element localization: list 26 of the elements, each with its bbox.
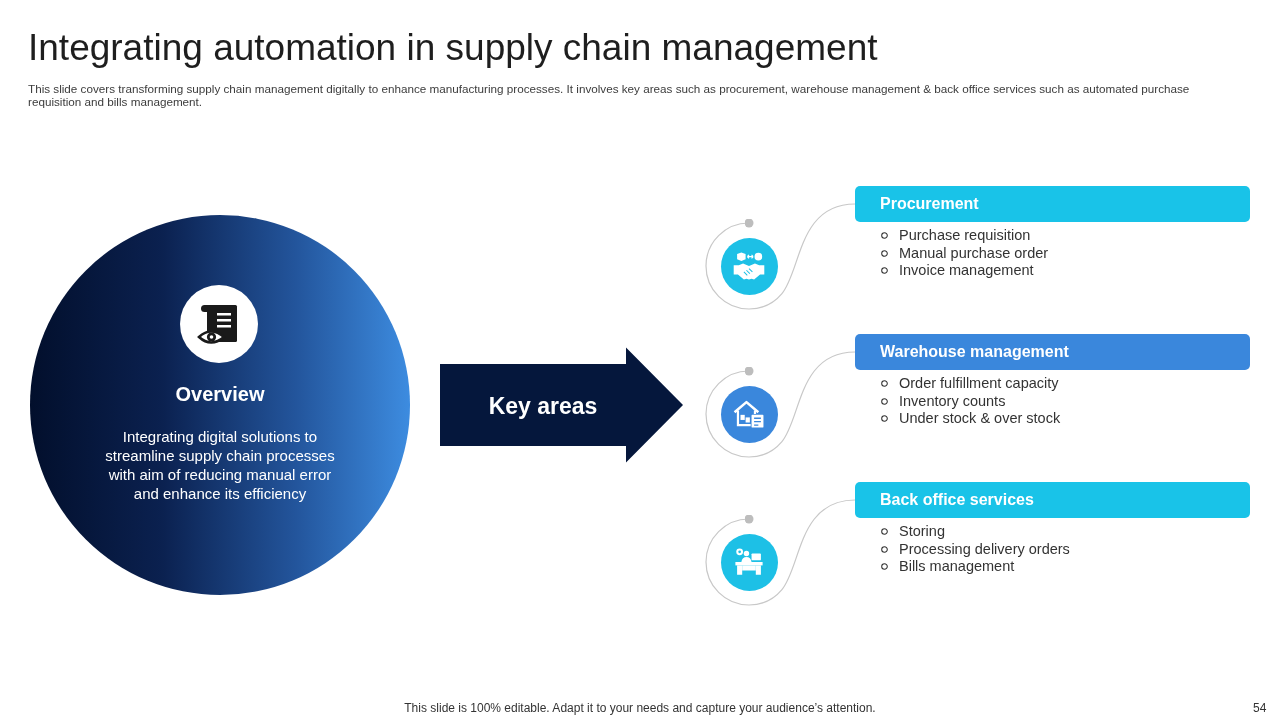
block-arrow	[440, 347, 683, 463]
bullet-text: Order fulfillment capacity	[899, 375, 1059, 393]
icon-circle	[720, 385, 778, 443]
page-number: 54	[1253, 701, 1267, 716]
slide-title: Integrating automation in supply chain management	[28, 26, 878, 70]
bullet-text: Inventory counts	[899, 392, 1006, 410]
bullet-text: Manual purchase order	[899, 244, 1049, 262]
curved-connector	[705, 203, 856, 310]
bullet-text: Under stock & over stock	[899, 410, 1061, 428]
footer-note: This slide is 100% editable. Adapt it to your needs and capture your audience’s attention.	[404, 701, 876, 716]
bullet-text: Invoice management	[899, 262, 1034, 280]
bullet-text: Purchase requisition	[899, 227, 1031, 245]
circle-heading: Overview	[175, 382, 265, 406]
section-header: Warehouse management	[855, 334, 1250, 370]
bullet-text: Bills management	[899, 558, 1015, 576]
icon-circle	[720, 533, 778, 591]
curved-connector	[705, 351, 856, 458]
icon-circle	[720, 237, 778, 295]
section-header: Procurement	[855, 186, 1250, 222]
arrow-label: Key areas	[488, 391, 598, 420]
section-header: Back office services	[855, 482, 1250, 518]
circle-description: Integrating digital solutions to streamline supply chain processes with aim of reducing manual error and enhance its efficiency	[104, 427, 336, 503]
bullet-text: Storing	[899, 523, 945, 541]
bullet-text: Processing delivery orders	[899, 540, 1070, 558]
subtitle-text: This slide covers transforming supply chain management digitally to enhance manufacturing processes. It involves key areas such as procurement, warehouse management & back office services such as automated purchase requisition and bills management.	[28, 82, 1191, 108]
curved-connector	[705, 499, 856, 606]
